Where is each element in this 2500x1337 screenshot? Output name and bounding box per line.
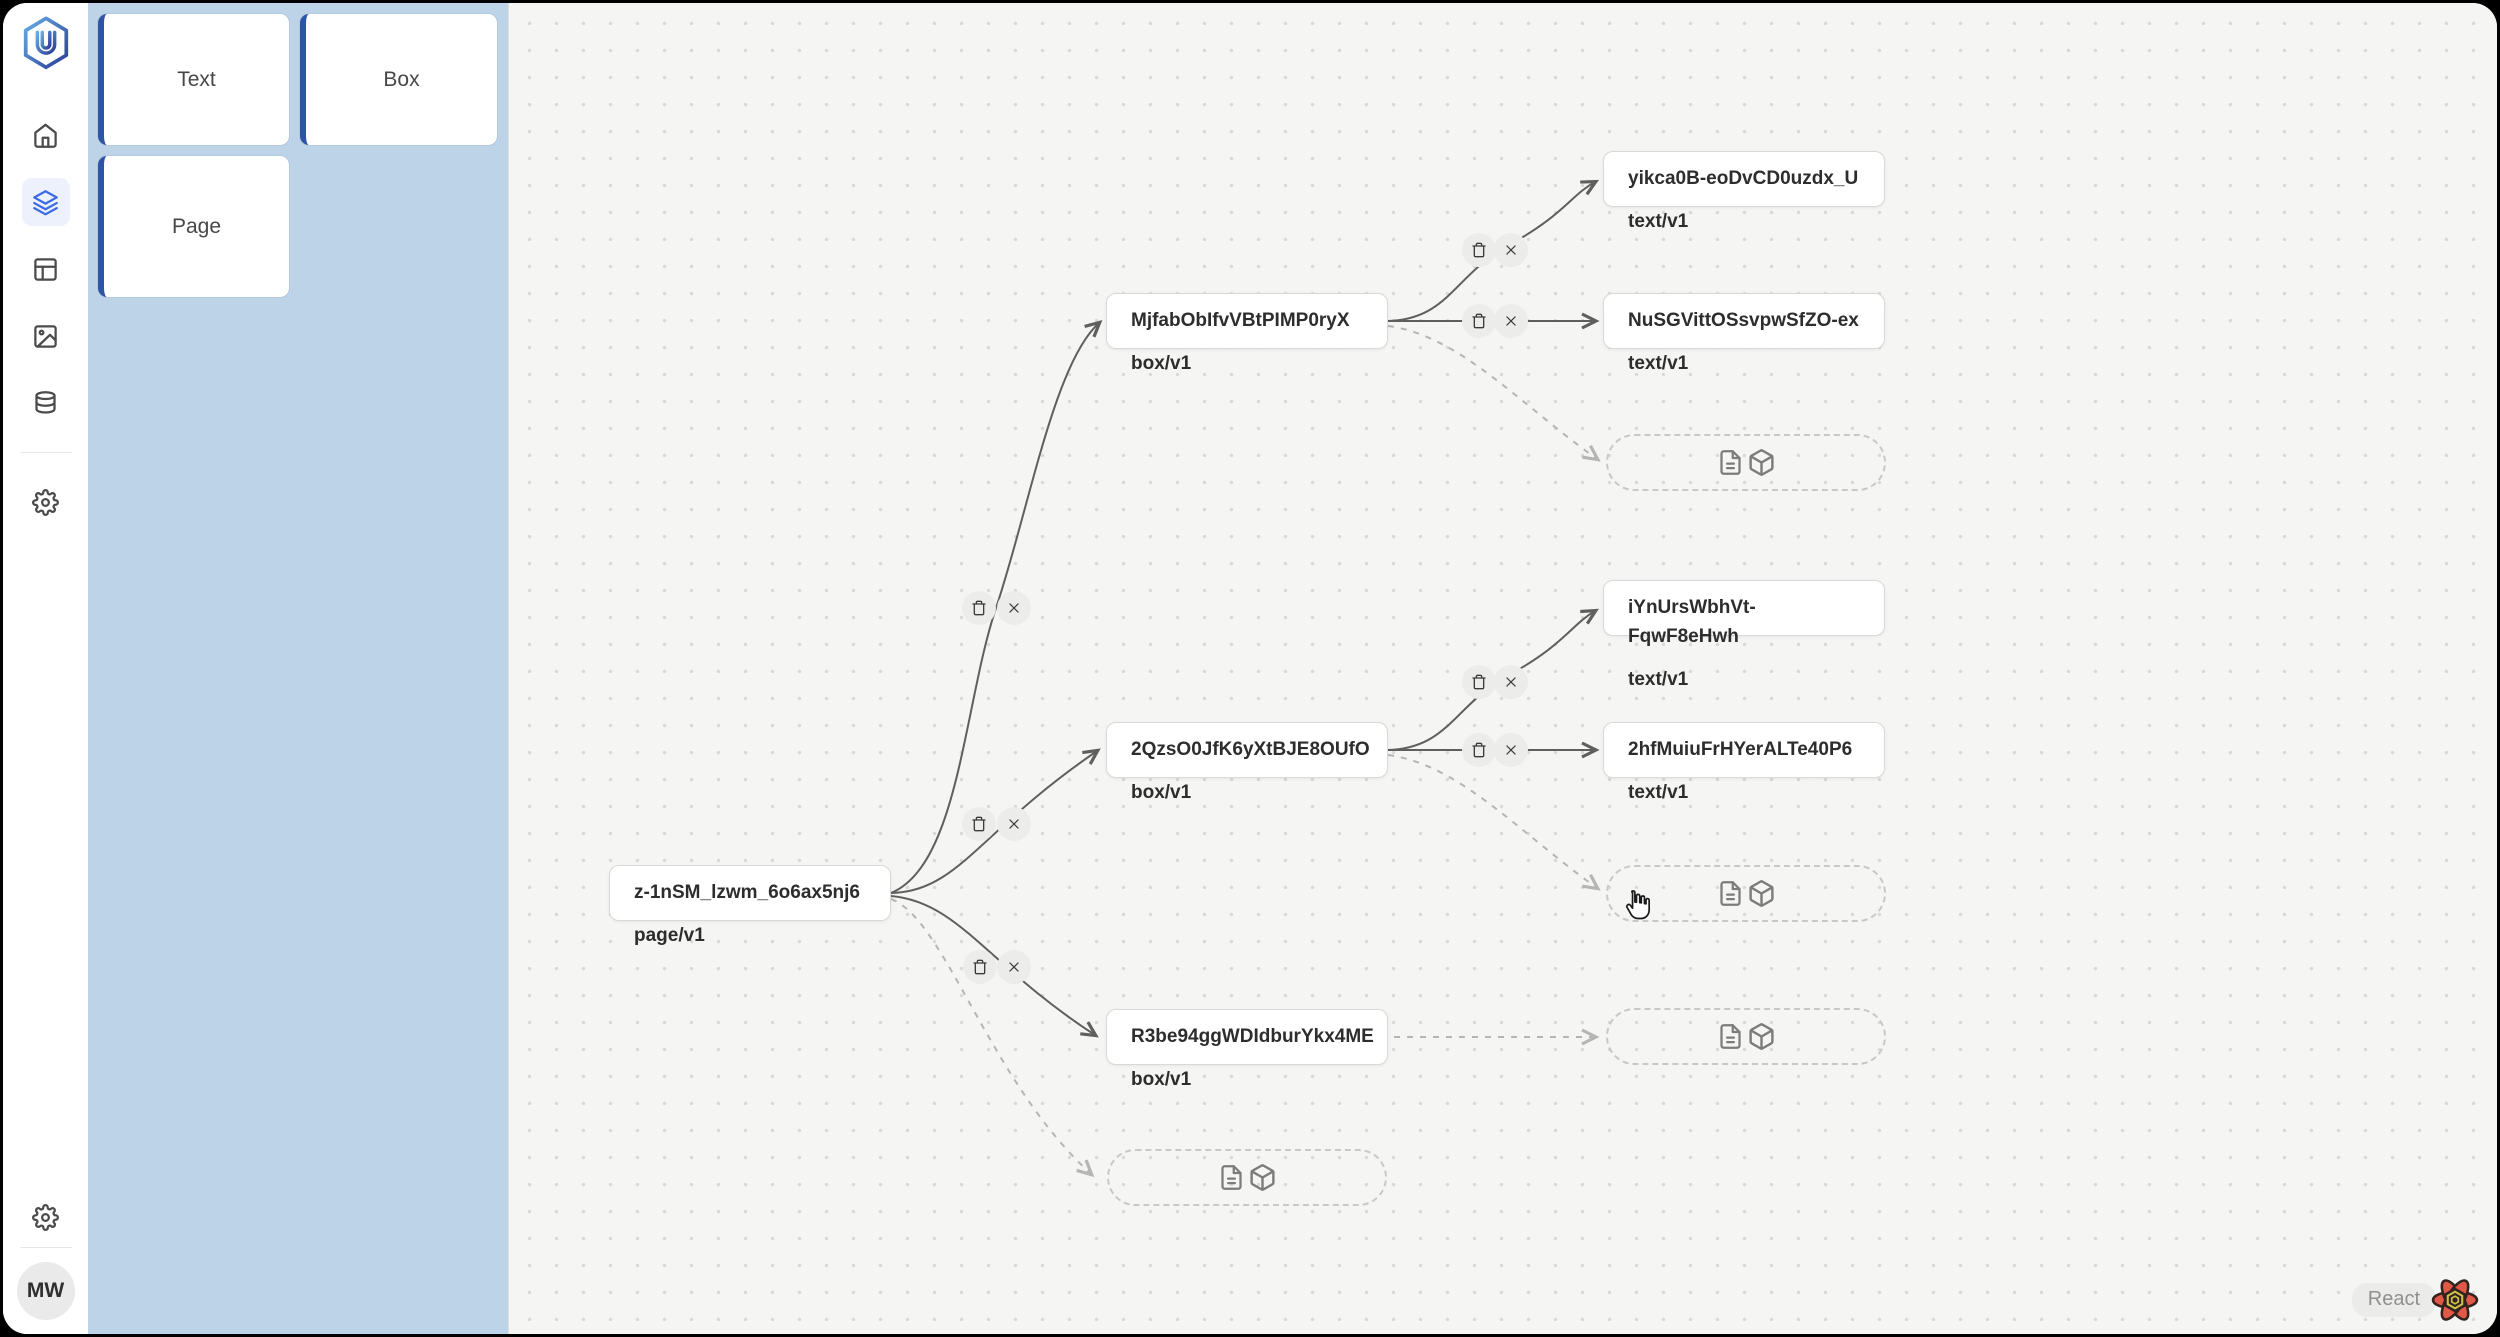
file-text-icon xyxy=(1719,1024,1741,1049)
node-title: MjfabObIfvVBtPIMP0ryX xyxy=(1131,310,1350,331)
edge-delete-button[interactable] xyxy=(1462,665,1496,699)
edge-delete-button[interactable] xyxy=(1462,304,1496,338)
node-title: R3be94ggWDIdburYkx4ME xyxy=(1131,1026,1374,1047)
edge-box2-placeholder xyxy=(1387,754,1601,891)
palette-item-text[interactable]: Text xyxy=(98,14,289,145)
image-icon[interactable] xyxy=(22,312,70,360)
edge-delete-button[interactable] xyxy=(963,950,997,984)
node-title: iYnUrsWbhVt-FqwF8eHwh xyxy=(1628,597,1756,647)
edge-root-box3 xyxy=(890,895,1099,1038)
edge-delete-button[interactable] xyxy=(962,591,996,625)
node-canvas[interactable]: z-1nSM_lzwm_6o6ax5nj6 page/v1 MjfabObIfv… xyxy=(508,3,2497,1334)
node-type-label: text/v1 xyxy=(1628,669,1689,690)
edge-disconnect-button[interactable] xyxy=(997,950,1031,984)
react-devtools-label: React xyxy=(2351,1283,2436,1317)
node-title: NuSGVittOSsvpwSfZO-ex xyxy=(1628,310,1859,331)
node-title: 2hfMuiuFrHYerALTe40P6 xyxy=(1628,739,1853,760)
node-title: 2QzsO0JfK6yXtBJE8OUfO xyxy=(1131,739,1370,760)
edge-box1-placeholder xyxy=(1387,325,1601,462)
edge-disconnect-button[interactable] xyxy=(1494,233,1528,267)
node-type-label: box/v1 xyxy=(1131,1069,1192,1090)
node-type-label: page/v1 xyxy=(634,925,705,946)
node-text-2[interactable]: NuSGVittOSsvpwSfZO-ex text/v1 xyxy=(1603,293,1885,374)
mouse-cursor xyxy=(1621,888,1653,927)
edge-delete-button[interactable] xyxy=(1462,233,1496,267)
edge-disconnect-button[interactable] xyxy=(997,591,1031,625)
avatar[interactable]: MW xyxy=(16,1262,75,1320)
palette-item-box[interactable]: Box xyxy=(300,14,497,145)
app-logo-icon[interactable] xyxy=(18,13,74,75)
edge-disconnect-button[interactable] xyxy=(1494,304,1528,338)
settings-bottom-icon[interactable] xyxy=(22,1193,70,1241)
edge-delete-button[interactable] xyxy=(1462,733,1496,767)
sidebar-nav xyxy=(19,111,72,526)
component-palette: Text Box Page xyxy=(88,3,508,1334)
sidebar-bottom: MW xyxy=(16,1193,75,1320)
layers-icon[interactable] xyxy=(21,178,70,226)
settings-icon[interactable] xyxy=(22,478,70,526)
node-box-3[interactable]: R3be94ggWDIdburYkx4ME box/v1 xyxy=(1106,1009,1388,1090)
node-box-2[interactable]: 2QzsO0JfK6yXtBJE8OUfO box/v1 xyxy=(1106,722,1388,803)
placeholder-node[interactable] xyxy=(1606,865,1886,922)
cube-icon xyxy=(1748,880,1774,907)
node-type-label: text/v1 xyxy=(1628,211,1689,232)
home-icon[interactable] xyxy=(22,111,70,159)
palette-item-page[interactable]: Page xyxy=(98,156,289,297)
sidebar: MW xyxy=(3,3,88,1334)
edge-disconnect-button[interactable] xyxy=(1494,665,1528,699)
database-icon[interactable] xyxy=(22,379,70,427)
edge-delete-button[interactable] xyxy=(962,807,996,841)
node-title: yikca0B-eoDvCD0uzdx_U xyxy=(1628,168,1859,189)
layout-icon[interactable] xyxy=(22,245,70,293)
node-type-label: text/v1 xyxy=(1628,782,1689,803)
sidebar-divider xyxy=(19,452,72,453)
node-text-3[interactable]: iYnUrsWbhVt-FqwF8eHwh text/v1 xyxy=(1603,580,1885,690)
sidebar-divider xyxy=(19,1247,72,1248)
placeholder-node[interactable] xyxy=(1107,1149,1387,1206)
edge-root-placeholder xyxy=(890,898,1095,1178)
node-title: z-1nSM_lzwm_6o6ax5nj6 xyxy=(634,882,860,903)
react-devtools-icon xyxy=(2431,1279,2479,1321)
react-devtools-badge[interactable]: React xyxy=(2351,1269,2486,1331)
node-text-1[interactable]: yikca0B-eoDvCD0uzdx_U text/v1 xyxy=(1603,151,1885,232)
node-type-label: box/v1 xyxy=(1131,782,1192,803)
placeholder-node[interactable] xyxy=(1606,1008,1886,1065)
node-text-4[interactable]: 2hfMuiuFrHYerALTe40P6 text/v1 xyxy=(1603,722,1885,803)
node-type-label: box/v1 xyxy=(1131,353,1192,374)
cube-icon xyxy=(1748,449,1774,476)
edge-disconnect-button[interactable] xyxy=(997,807,1031,841)
app-window: MW Text Box Page xyxy=(3,3,2497,1334)
node-page-root[interactable]: z-1nSM_lzwm_6o6ax5nj6 page/v1 xyxy=(609,865,891,946)
node-box-1[interactable]: MjfabObIfvVBtPIMP0ryX box/v1 xyxy=(1106,293,1388,374)
file-text-icon xyxy=(1220,1165,1242,1190)
cube-icon xyxy=(1249,1164,1275,1191)
file-text-icon xyxy=(1719,450,1741,475)
cube-icon xyxy=(1748,1023,1774,1050)
node-type-label: text/v1 xyxy=(1628,353,1689,374)
placeholder-node[interactable] xyxy=(1606,434,1886,491)
file-text-icon xyxy=(1719,881,1741,906)
edge-root-box2 xyxy=(890,748,1101,894)
edge-disconnect-button[interactable] xyxy=(1494,733,1528,767)
